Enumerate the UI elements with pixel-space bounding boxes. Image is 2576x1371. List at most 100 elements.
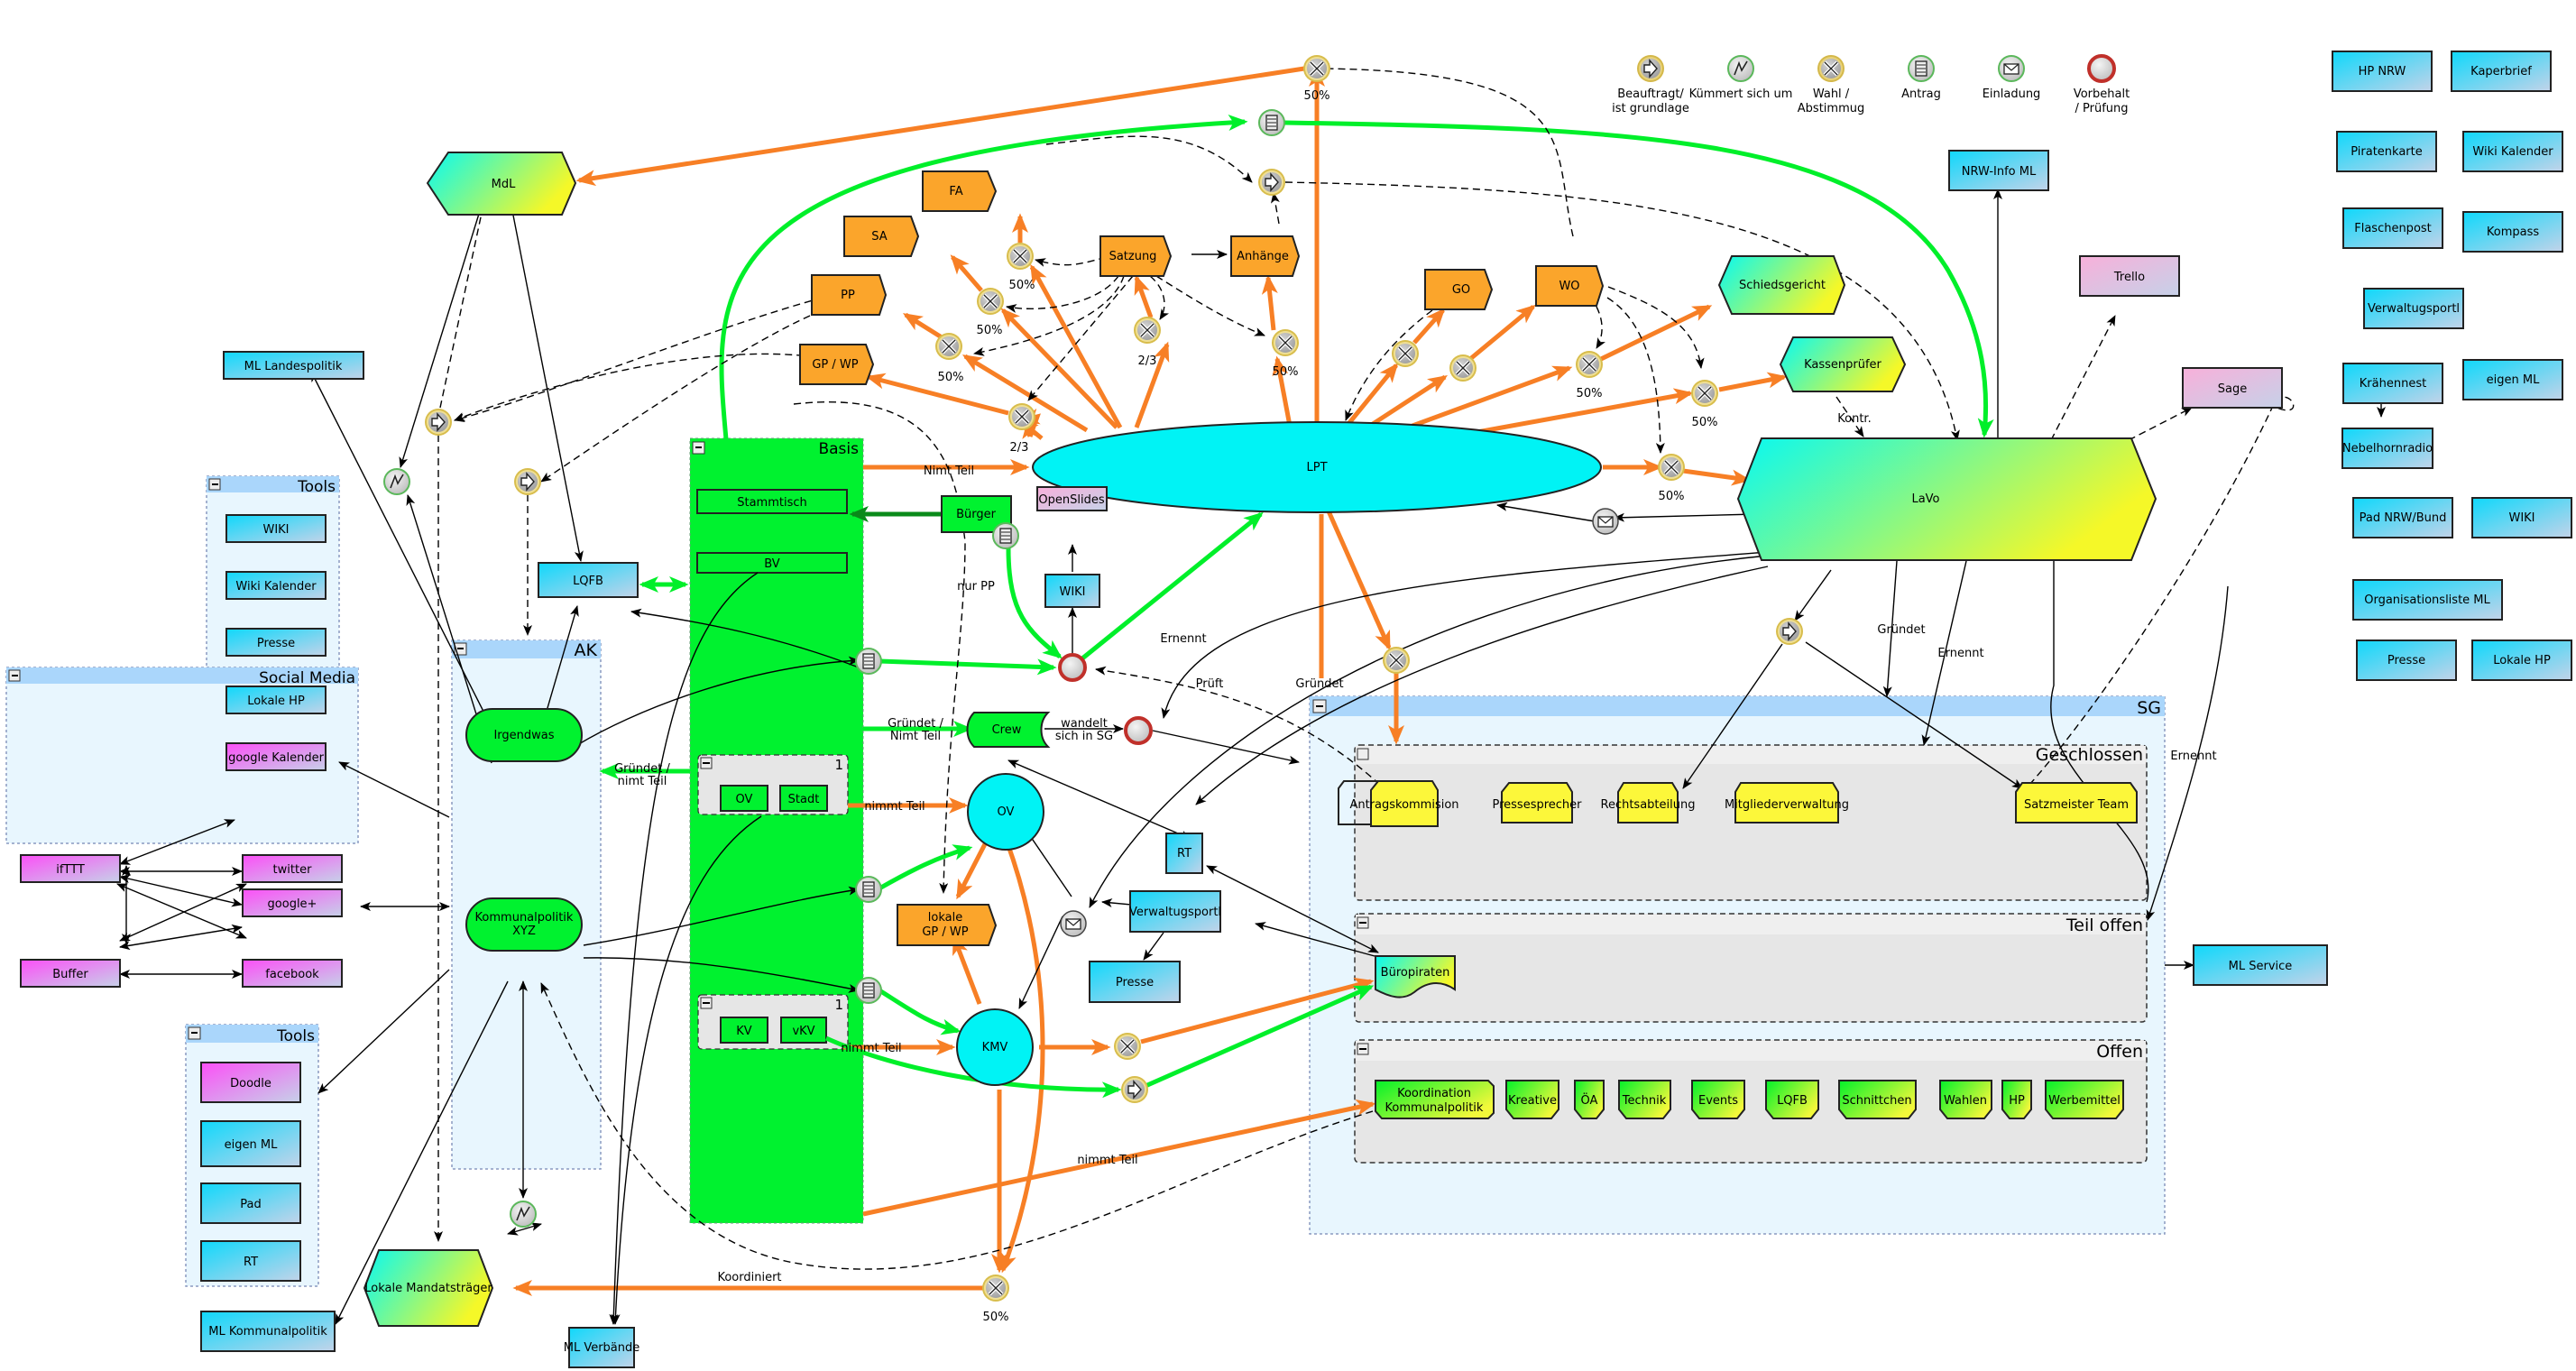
sg-teil-offen-group[interactable]: Teil offen — [1354, 913, 2148, 1023]
wiki-node[interactable]: WIKI — [1044, 574, 1100, 608]
satzung-node[interactable]: Satzung — [1099, 235, 1173, 277]
vkv-node[interactable]: vKV — [780, 1017, 827, 1044]
vote-sg-marker[interactable] — [1383, 647, 1410, 674]
ml-service-node[interactable]: ML Service — [2193, 944, 2328, 986]
right-item-wiki[interactable]: WIKI — [2471, 497, 2572, 538]
sa-node[interactable]: SA — [843, 216, 920, 257]
vote-kmv-bueropiraten-marker[interactable] — [1114, 1033, 1141, 1060]
lokale-mandatstraeger-node[interactable]: Lokale Mandatsträger — [363, 1249, 494, 1327]
sg-item-werbemittel[interactable]: Werbemittel — [2045, 1080, 2124, 1119]
beauftragt-lavo-marker[interactable] — [1776, 618, 1803, 645]
vote-lavo-marker[interactable] — [1658, 454, 1685, 481]
sg-item-technik[interactable]: Technik — [1618, 1080, 1671, 1119]
right-item-wiki-kalender[interactable]: Wiki Kalender — [2462, 131, 2563, 172]
right-item-organisationsliste-ml[interactable]: Organisationsliste ML — [2352, 579, 2503, 621]
right-item-eigen-ml[interactable]: eigen ML — [2462, 359, 2563, 400]
sg-item-oea[interactable]: ÖA — [1574, 1080, 1605, 1119]
ml-kommunalpolitik-node[interactable]: ML Kommunalpolitik — [200, 1311, 336, 1352]
vote-gp-marker[interactable] — [1008, 403, 1035, 430]
tools-item-lokale-hp[interactable]: Lokale HP — [225, 686, 327, 714]
antrag-buerger-marker[interactable] — [992, 522, 1019, 549]
vote-kassenpruefer-marker[interactable] — [1691, 380, 1718, 407]
pp-node[interactable]: PP — [811, 274, 888, 316]
vorbehalt-crew-marker[interactable] — [1124, 716, 1153, 745]
ml-verbaende-node[interactable]: ML Verbände — [564, 1327, 640, 1368]
tools-item-google-kalender[interactable]: google Kalender — [225, 742, 327, 771]
right-item-verwaltungsportl[interactable]: Verwaltugsportl — [2363, 288, 2464, 329]
irgendwas-node[interactable]: Irgendwas — [465, 708, 583, 762]
bv-node[interactable]: BV — [696, 552, 848, 574]
einladung-lavo-marker[interactable] — [1592, 508, 1619, 535]
beauftragt-mdl-marker[interactable] — [425, 409, 452, 436]
sg-item-antragskommision[interactable]: Antragskommision — [1338, 780, 1459, 827]
vote-wo-marker[interactable] — [1449, 354, 1477, 382]
collapse-button[interactable] — [1357, 748, 1369, 760]
sg-item-wahlen[interactable]: Wahlen — [1939, 1080, 1992, 1119]
kv-node[interactable]: KV — [720, 1017, 768, 1044]
lavo-node[interactable]: LaVo — [1736, 437, 2157, 561]
social-item-ifttt[interactable]: ifTTT — [20, 854, 121, 883]
vote-top-marker[interactable] — [1303, 55, 1330, 82]
anhaenge-node[interactable]: Anhänge — [1230, 235, 1301, 277]
vote-kmv-marker[interactable] — [982, 1274, 1009, 1302]
stadt-node[interactable]: Stadt — [779, 785, 828, 812]
antrag-ak-marker[interactable] — [855, 648, 882, 675]
rt-node[interactable]: RT — [1165, 833, 1203, 874]
crew-node[interactable]: Crew — [966, 712, 1051, 748]
fa-node[interactable]: FA — [922, 170, 998, 212]
tools-item-wiki[interactable]: WIKI — [225, 514, 327, 543]
right-item-pad-nrw-bund[interactable]: Pad NRW/Bund — [2352, 497, 2453, 538]
sg-item-lqfb[interactable]: LQFB — [1765, 1080, 1819, 1119]
basis-group[interactable]: Basis Stammtisch BV 1 OV Stadt 1 KV vKV — [689, 437, 864, 1224]
sg-item-bueropiraten[interactable]: Büropiraten — [1375, 955, 1456, 998]
sg-item-satzmeister-team[interactable]: Satzmeister Team — [2015, 782, 2138, 824]
vote-pp-marker[interactable] — [935, 333, 962, 360]
lpt-node[interactable]: LPT — [1032, 421, 1602, 513]
beauftragt-top-marker[interactable] — [1258, 169, 1285, 196]
beauftragt-ak-marker[interactable] — [514, 468, 541, 495]
antrag-kmv-marker[interactable] — [855, 977, 882, 1004]
gp-wp-node[interactable]: GP / WP — [799, 344, 875, 385]
right-item-piratenkarte[interactable]: Piratenkarte — [2336, 131, 2437, 172]
social-item-twitter[interactable]: twitter — [242, 854, 343, 883]
right-item-kraehennest[interactable]: Krähennest — [2342, 363, 2443, 404]
social-item-facebook[interactable]: facebook — [242, 959, 343, 988]
tools-item-rt[interactable]: RT — [200, 1240, 301, 1282]
sg-item-schnittchen[interactable]: Schnittchen — [1838, 1080, 1917, 1119]
presse-node[interactable]: Presse — [1089, 961, 1181, 1003]
einladung-kmv-marker[interactable] — [1060, 910, 1087, 937]
right-item-lokale-hp[interactable]: Lokale HP — [2471, 639, 2572, 681]
right-item-nebelhornradio[interactable]: Nebelhornradio — [2341, 428, 2433, 469]
sg-item-koordination[interactable]: Koordination Kommunalpolitik — [1375, 1080, 1495, 1119]
ml-landespolitik-node[interactable]: ML Landespolitik — [223, 351, 364, 380]
sg-item-pressesprecher[interactable]: Pressesprecher — [1492, 782, 1582, 824]
sg-offen-group[interactable]: Offen — [1354, 1039, 2148, 1164]
basis-sub-kv-group[interactable]: 1 KV vKV — [697, 994, 849, 1050]
kassenpruefer-node[interactable]: Kassenprüfer — [1779, 336, 1907, 392]
sage-node[interactable]: Sage — [2182, 367, 2283, 409]
schiedsgericht-node[interactable]: Schiedsgericht — [1717, 255, 1846, 315]
beauftragt-bueropiraten-marker[interactable] — [1121, 1076, 1148, 1103]
sg-item-events[interactable]: Events — [1691, 1080, 1745, 1119]
lqfb-node[interactable]: LQFB — [538, 562, 639, 598]
sg-item-mitgliederverwaltung[interactable]: Mitgliederverwaltung — [1725, 782, 1849, 824]
kmv-node[interactable]: KMV — [956, 1008, 1034, 1086]
right-item-flaschenpost[interactable]: Flaschenpost — [2342, 207, 2443, 249]
stammtisch-node[interactable]: Stammtisch — [696, 489, 848, 514]
vote-sa-marker[interactable] — [977, 288, 1004, 315]
right-item-kaperbrief[interactable]: Kaperbrief — [2451, 51, 2552, 92]
trello-node[interactable]: Trello — [2079, 255, 2180, 297]
nrw-info-ml-node[interactable]: NRW-Info ML — [1948, 150, 2049, 191]
social-item-buffer[interactable]: Buffer — [20, 959, 121, 988]
tools-item-doodle[interactable]: Doodle — [200, 1062, 301, 1103]
tools-item-wiki-kalender[interactable]: Wiki Kalender — [225, 571, 327, 600]
vote-satzung-marker[interactable] — [1134, 317, 1161, 344]
kuemmert-mandat-marker[interactable] — [510, 1201, 537, 1228]
verwaltungsportl-node[interactable]: Verwaltugsportl — [1129, 890, 1221, 933]
lokale-gp-wp-node[interactable]: lokale GP / WP — [897, 904, 998, 946]
antrag-top-marker[interactable] — [1258, 109, 1285, 136]
wo-node[interactable]: WO — [1535, 265, 1605, 307]
ov-node[interactable]: OV — [720, 785, 768, 812]
buerger-node[interactable]: Bürger — [941, 495, 1012, 533]
mdl-node[interactable]: MdL — [426, 152, 577, 216]
